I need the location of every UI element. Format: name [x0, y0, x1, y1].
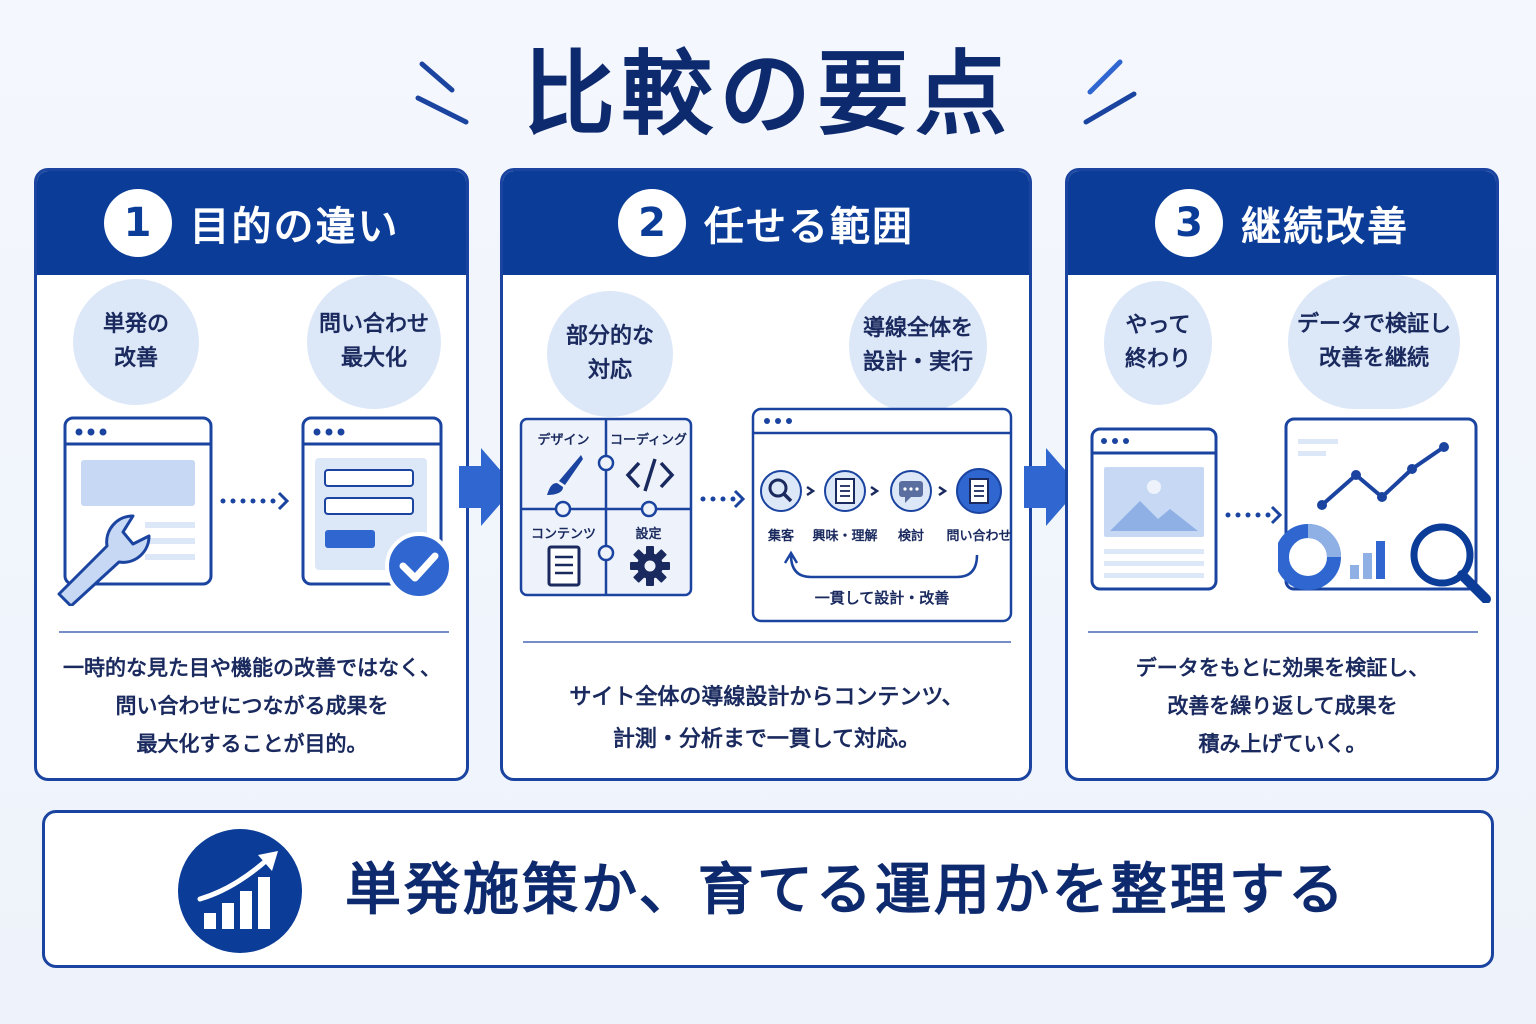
flow-caption: 一貫して設計・改善 [814, 589, 950, 607]
brush-icon [547, 455, 583, 495]
bubble-data-verification: データで検証し 改善を継続 [1288, 275, 1460, 409]
analytics-dashboard-icon [1278, 417, 1491, 603]
flow-step-consider: 検討 [897, 529, 924, 544]
puzzle-label-content: コンテンツ [530, 527, 596, 542]
puzzle-label-coding: コーディング [609, 433, 688, 448]
browser-wrench-icon [57, 416, 213, 606]
summary-text: 単発施策か、育てる運用かを整理する [345, 858, 1347, 923]
big-arrow-right-icon [459, 448, 515, 526]
growth-chart-graphic [197, 851, 278, 929]
divider [1088, 631, 1478, 633]
bubble-one-off: やって 終わり [1104, 281, 1212, 405]
bubble-single-improvement: 単発の 改善 [73, 279, 199, 405]
growth-chart-icon [178, 829, 302, 953]
panel-title: 任せる範囲 [704, 204, 914, 250]
dotted-arrow-icon [220, 491, 290, 511]
dotted-arrow-icon [700, 489, 746, 509]
document-icon [547, 545, 581, 587]
flow-window-frame [751, 407, 1013, 623]
puzzle-label-settings: 設定 [635, 527, 662, 542]
bubble-maximize-inquiries: 問い合わせ 最大化 [307, 275, 441, 409]
sparkle-left-icon [415, 61, 469, 125]
panel-purpose: 1 目的の違い 単発の 改善 問い合わせ 最大化 一時的な見た目や機能の改善では… [34, 168, 469, 781]
code-icon [625, 458, 675, 492]
gear-icon [630, 546, 670, 586]
panel-description: 一時的な見た目や機能の改善ではなく、 問い合わせにつながる成果を 最大化すること… [63, 656, 441, 756]
step-number: 2 [618, 189, 686, 257]
bubble-partial-support: 部分的な 対応 [547, 291, 673, 417]
panel-title: 継続改善 [1241, 204, 1409, 250]
summary-box: 単発施策か、育てる運用かを整理する [42, 810, 1494, 968]
step-number: 3 [1155, 189, 1223, 257]
page-title: 比較の要点 [522, 41, 1013, 148]
bubble-whole-flow: 導線全体を 設計・実行 [849, 279, 987, 413]
panel-scope: 2 任せる範囲 部分的な 対応 導線全体を 設計・実行 デザイン コーディング … [500, 168, 1032, 781]
flow-step-inquiry: 問い合わせ [946, 529, 1012, 544]
panel-header: 1 目的の違い [37, 171, 466, 275]
big-arrow-right-icon [1024, 448, 1080, 526]
panel-title: 目的の違い [189, 204, 400, 250]
divider [59, 631, 449, 633]
flow-step-interest: 興味・理解 [812, 529, 878, 544]
panel-header: 2 任せる範囲 [503, 171, 1029, 275]
panel-description: サイト全体の導線設計からコンテンツ、 計測・分析まで一貫して対応。 [569, 685, 964, 752]
sparkle-right-icon [1083, 59, 1137, 125]
dotted-arrow-icon [1225, 505, 1283, 525]
browser-image-icon [1090, 427, 1218, 591]
step-number: 1 [103, 189, 172, 257]
panel-description: データをもとに効果を検証し、 改善を繰り返して成果を 積み上げていく。 [1135, 656, 1430, 756]
divider [523, 641, 1011, 643]
flow-step-attract: 集客 [767, 529, 794, 544]
panel-header: 3 継続改善 [1068, 171, 1496, 275]
panel-continuous-improvement: 3 継続改善 やって 終わり データで検証し 改善を継続 [1065, 168, 1499, 781]
browser-form-check-icon [301, 416, 453, 600]
flow-window: 集客 興味・理解 検討 問い合わせ 一貫して設計・改善 [751, 407, 1013, 623]
puzzle-label-design: デザイン [537, 433, 590, 448]
puzzle-grid: デザイン コーディング コンテンツ 設定 [519, 417, 693, 597]
